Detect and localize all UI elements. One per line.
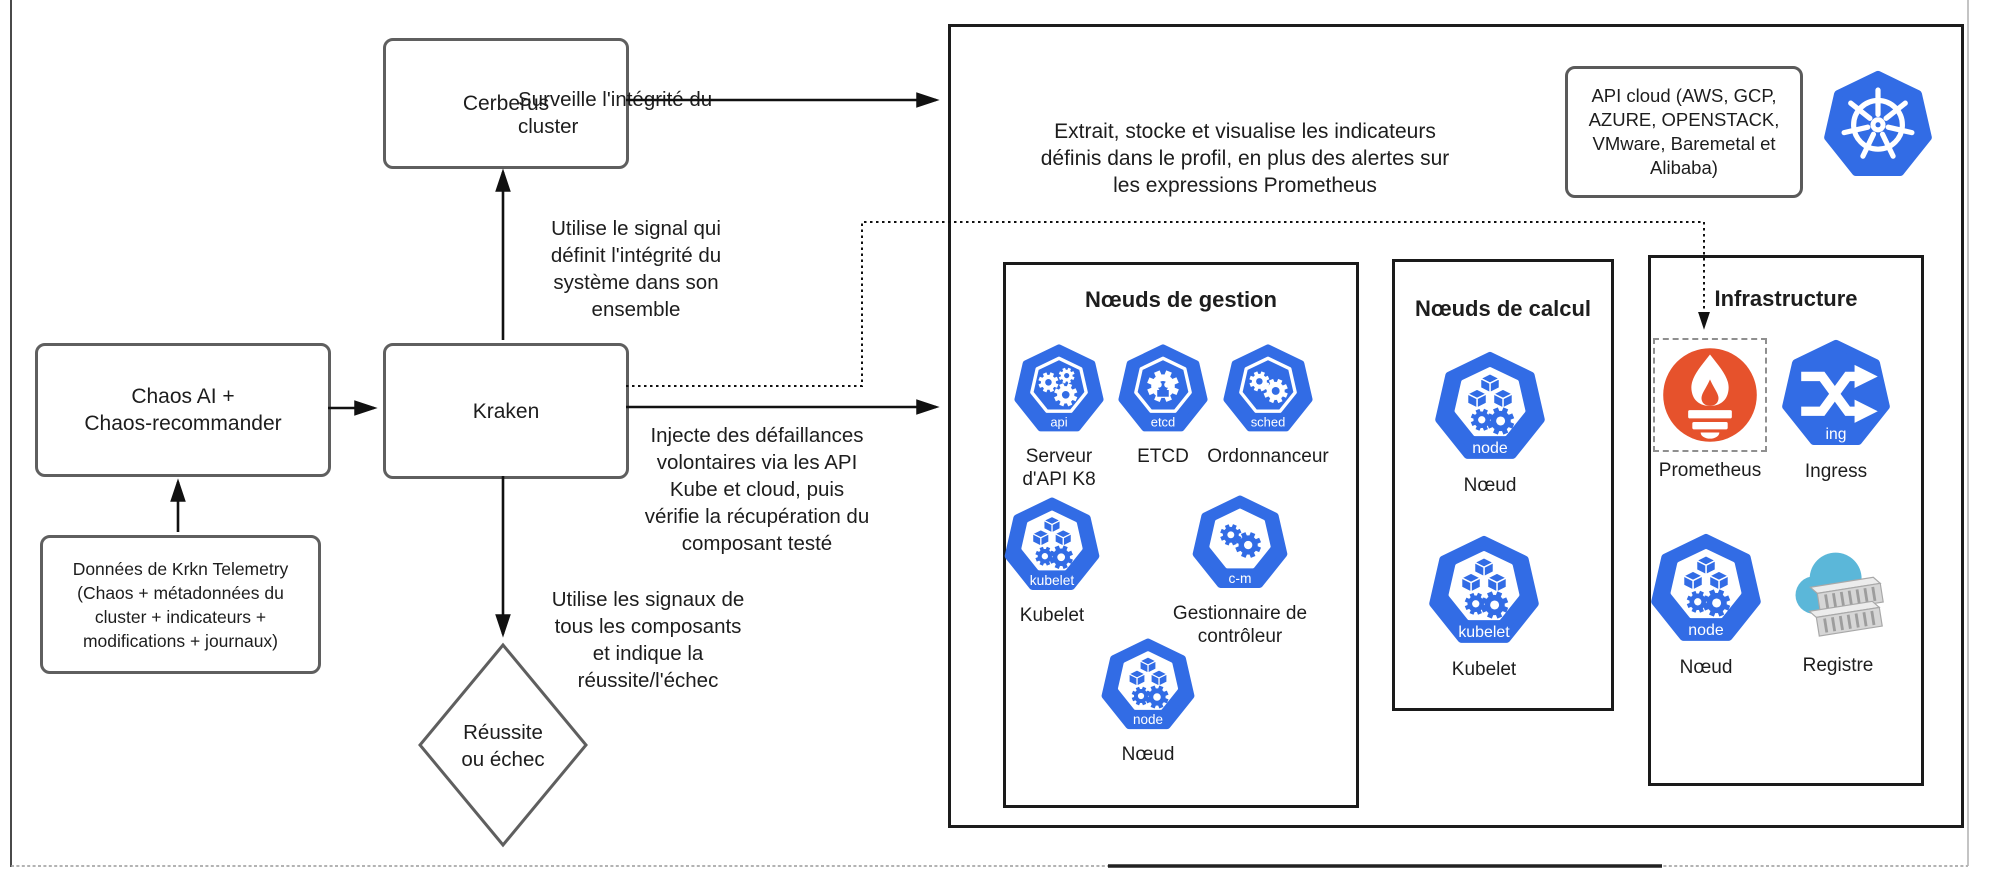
kraken-box: Kraken <box>383 343 629 479</box>
cluster-item-registry: Registre <box>1748 529 1928 677</box>
kubernetes-logo-icon <box>1820 68 1936 184</box>
item-caption: Kubelet <box>1451 659 1517 680</box>
k8s-controller-manager-icon: c-m <box>1189 493 1291 595</box>
svg-text:api: api <box>1050 414 1067 429</box>
item-caption: ETCD <box>1137 446 1189 467</box>
api-cloud-label: API cloud (AWS, GCP, AZURE, OPENSTACK, V… <box>1588 85 1780 178</box>
k8s-node-icon: node <box>1098 636 1198 736</box>
item-caption: Gestionnaire de contrôleur <box>1172 603 1308 647</box>
panel-infrastructure: Infrastructure <box>1648 255 1924 786</box>
outcome-label: Réussite ou échec <box>461 721 545 771</box>
k8s-kubelet-icon: kubelet <box>1425 533 1543 651</box>
chaos-ai-box: Chaos AI + Chaos-recommander <box>35 343 331 477</box>
k8s-scheduler-icon: sched <box>1220 342 1316 438</box>
k8s-node-icon: node <box>1431 349 1549 467</box>
cerberus-label: Cerberus <box>462 92 550 115</box>
item-caption: Nœud <box>1463 475 1517 496</box>
panel-title: Nœuds de calcul <box>1414 296 1592 321</box>
edge-label-inject: Injecte des défaillances volontaires via… <box>644 424 870 555</box>
api-cloud-box: API cloud (AWS, GCP, AZURE, OPENSTACK, V… <box>1565 66 1803 198</box>
svg-text:kubelet: kubelet <box>1030 573 1075 588</box>
item-caption: Serveur d'API K8 <box>1022 446 1096 490</box>
ingress-icon: ing <box>1778 337 1894 453</box>
cluster-description: Extrait, stocke et visualise les indicat… <box>1040 120 1450 197</box>
panel-title: Infrastructure <box>1714 286 1858 311</box>
edge-label-signal: Utilise le signal qui définit l'intégrit… <box>550 217 722 321</box>
kraken-label: Kraken <box>472 399 540 423</box>
svg-text:node: node <box>1472 440 1508 457</box>
edge-label-signals-all: Utilise les signaux de tous les composan… <box>551 588 745 692</box>
item-caption: Nœud <box>1121 744 1175 765</box>
item-caption: Registre <box>1802 655 1874 676</box>
cerberus-box: Cerberus <box>383 38 629 169</box>
svg-text:ing: ing <box>1826 426 1847 443</box>
k8s-node-icon: node <box>1647 531 1765 649</box>
item-caption: Nœud <box>1679 657 1733 678</box>
item-caption: Ingress <box>1804 461 1868 482</box>
svg-text:etcd: etcd <box>1151 414 1175 429</box>
cluster-box <box>948 24 1964 828</box>
svg-text:c-m: c-m <box>1229 571 1252 586</box>
svg-text:node: node <box>1688 622 1724 639</box>
item-caption: Kubelet <box>1019 605 1085 626</box>
panel-title: Nœuds de gestion <box>1085 287 1277 312</box>
item-caption: Ordonnanceur <box>1207 446 1329 467</box>
svg-text:sched: sched <box>1251 414 1286 429</box>
k8s-kubelet-icon: kubelet <box>1001 495 1103 597</box>
svg-text:node: node <box>1133 712 1163 727</box>
telemetry-box: Données de Krkn Telemetry (Chaos + métad… <box>40 535 321 674</box>
telemetry-label: Données de Krkn Telemetry (Chaos + métad… <box>72 558 289 651</box>
item-caption: Prometheus <box>1658 460 1762 481</box>
registry-icon <box>1779 529 1897 647</box>
svg-text:kubelet: kubelet <box>1458 624 1510 641</box>
chaos-ai-label: Chaos AI + Chaos-recommander <box>84 385 282 435</box>
edge-label-monitor: Surveille l'intégrité du cluster <box>518 88 713 138</box>
